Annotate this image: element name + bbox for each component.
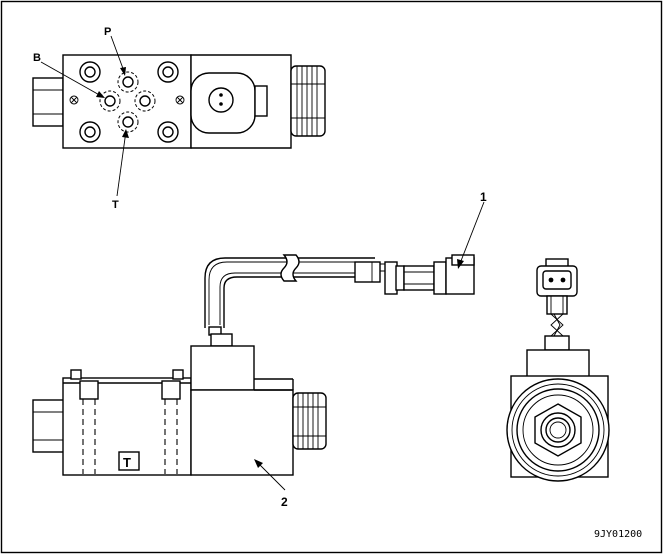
callout-label-1: 1 — [480, 190, 487, 204]
leader-line-t — [116, 130, 127, 197]
wire-harness — [204, 254, 395, 328]
connector-end-view — [536, 258, 578, 351]
mounting-bolt — [79, 121, 101, 143]
coil-housing-end — [526, 349, 590, 381]
lock-nut-top — [290, 65, 326, 137]
leader-line-2 — [255, 460, 286, 491]
locating-pin-mark — [175, 95, 185, 105]
locating-pin-mark — [69, 95, 79, 105]
leader-line-1 — [458, 201, 485, 267]
solenoid-coil — [190, 345, 294, 476]
drawing-code: 9JY01200 — [594, 529, 642, 540]
port-label-p: P — [104, 26, 111, 38]
port-label-t: T — [112, 199, 119, 211]
valve-body-side — [32, 369, 192, 476]
port-a — [134, 90, 156, 112]
mounting-bolt — [157, 61, 179, 83]
lock-nut-side — [292, 392, 327, 450]
mounting-bolt — [79, 61, 101, 83]
port-p — [117, 71, 139, 93]
mounting-bolt — [157, 121, 179, 143]
end-view — [506, 258, 610, 482]
top-view — [32, 35, 326, 197]
side-view — [32, 201, 485, 491]
body-mark-t: T — [123, 455, 131, 470]
callout-label-2: 2 — [281, 495, 288, 509]
port-b — [99, 90, 121, 112]
leader-line-b — [40, 61, 104, 98]
wire-connector — [354, 254, 475, 295]
port-t — [117, 111, 139, 133]
lock-nut-end — [534, 403, 582, 457]
port-label-b: B — [33, 52, 41, 64]
connector-socket-top — [208, 87, 234, 113]
